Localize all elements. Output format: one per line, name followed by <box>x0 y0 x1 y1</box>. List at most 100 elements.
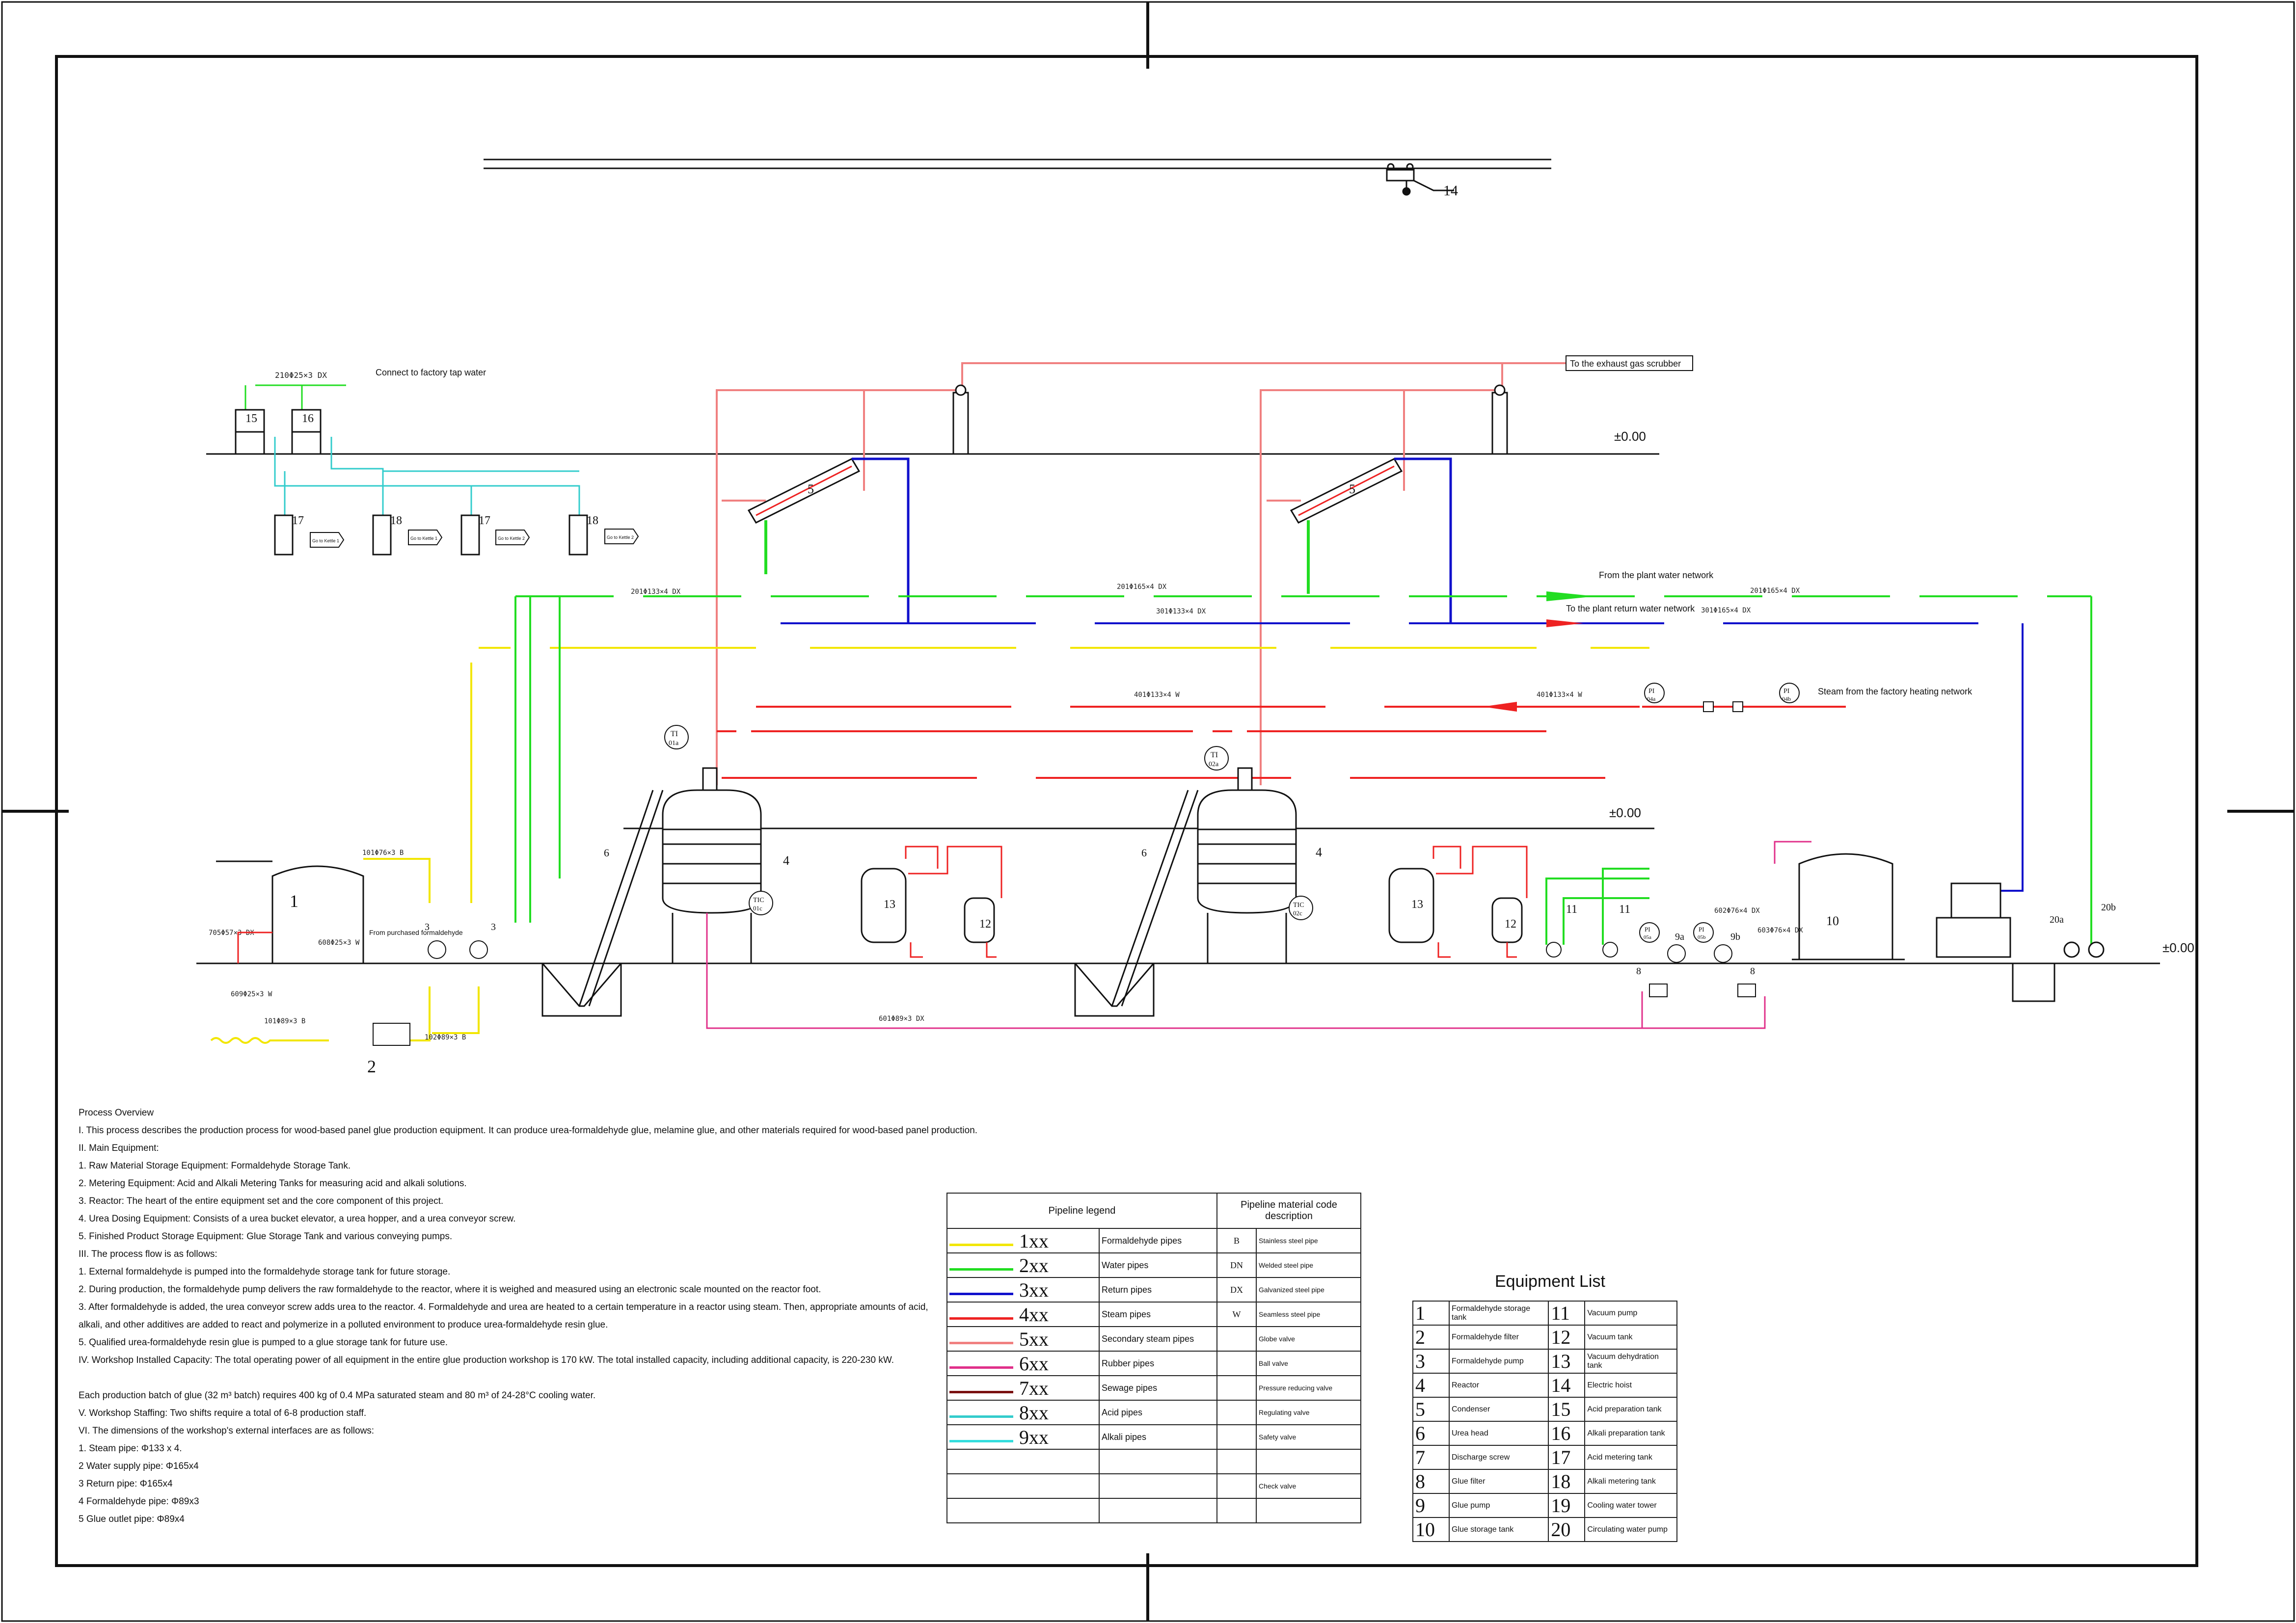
legend-name: Secondary steam pipes <box>1099 1326 1217 1352</box>
legend-name <box>1099 1473 1217 1499</box>
overview-line: 5. Finished Product Storage Equipment: G… <box>79 1231 453 1242</box>
legend-line-sample: 7xx <box>946 1375 1100 1401</box>
legend-row <box>946 1449 1361 1474</box>
equipment-tag: 11 <box>1566 903 1577 916</box>
vacuum-pumps <box>1546 942 1618 958</box>
equipment-name: Glue filter <box>1448 1469 1549 1494</box>
equipment-tag: 3 <box>425 922 430 932</box>
legend-line-sample: 2xx <box>946 1252 1100 1278</box>
material-code <box>1216 1449 1257 1474</box>
go-to-label: Go to Kettle 1 <box>410 536 437 541</box>
legend-code: 3xx <box>1019 1278 1049 1301</box>
equipment-name: Glue pump <box>1448 1493 1549 1518</box>
instrument-tag: PI <box>1648 688 1655 695</box>
equipment-number: 19 <box>1548 1493 1586 1518</box>
pipe-label: 705Φ57×3 DX <box>209 929 254 937</box>
instrument-tag: TIC <box>753 897 764 904</box>
overview-line: 2. Metering Equipment: Acid and Alkali M… <box>79 1178 467 1189</box>
legend-line-sample <box>946 1449 1100 1474</box>
equipment-number: 6 <box>1412 1421 1450 1446</box>
equipment-name: Vacuum dehydration tank <box>1584 1349 1677 1374</box>
material-code <box>1216 1473 1257 1499</box>
pipe-label: 601Φ89×3 DX <box>879 1015 924 1023</box>
pipe-label: 101Φ76×3 B <box>362 849 404 857</box>
material-description: Globe valve <box>1256 1326 1361 1352</box>
instrument-tag: 04a <box>1647 695 1656 702</box>
overview-title: Process Overview <box>79 1108 154 1118</box>
material-description: Galvanized steel pipe <box>1256 1277 1361 1303</box>
legend-name: Rubber pipes <box>1099 1351 1217 1376</box>
material-code: B <box>1216 1228 1257 1253</box>
pipe-label: 101Φ89×3 B <box>264 1017 305 1025</box>
equipment-name: Urea head <box>1448 1421 1549 1446</box>
floor-lines <box>196 453 2160 964</box>
instrument-tag: TIC <box>1293 902 1304 909</box>
equipment-name: Condenser <box>1448 1397 1549 1422</box>
pipe-label: 602Φ76×4 DX <box>1714 907 1760 915</box>
pipe-label: 401Φ133×4 W <box>1537 691 1582 699</box>
return-water-note: To the plant return water network <box>1566 604 1695 613</box>
pipe-label: 603Φ76×4 DX <box>1757 927 1803 934</box>
overview-line: 3. After formaldehyde is added, the urea… <box>79 1302 928 1330</box>
legend-line-sample <box>946 1473 1100 1499</box>
steam-inlet-valves <box>1642 683 1846 712</box>
condenser-right <box>1290 457 1452 623</box>
condenser-left <box>747 457 910 623</box>
reactor-left <box>662 767 762 963</box>
secondary-steam-lines <box>716 362 1566 785</box>
legend-name: Alkali pipes <box>1099 1424 1217 1450</box>
tap-water-note: Connect to factory tap water <box>376 368 486 377</box>
elevation-label: ±0.00 <box>1609 805 1641 820</box>
urea-feeding <box>541 790 1199 1017</box>
equipment-name: Discharge screw <box>1448 1445 1549 1470</box>
equipment-tag: 16 <box>302 412 314 425</box>
equipment-number: 13 <box>1548 1349 1586 1374</box>
pipe-label: 301Φ133×4 DX <box>1156 608 1206 615</box>
equipment-tag: 9a <box>1675 931 1684 942</box>
equipment-number: 4 <box>1412 1373 1450 1398</box>
overview-line: 4 Formaldehyde pipe: Φ89x3 <box>79 1496 199 1507</box>
instrument-tag: 01a <box>669 740 679 747</box>
pipe-label: 201Φ133×4 DX <box>631 588 681 596</box>
pipe-label: 609Φ25×3 W <box>231 990 272 998</box>
equipment-number: 3 <box>1412 1349 1450 1374</box>
equipment-tag: 9b <box>1730 931 1740 942</box>
equipment-name: Acid metering tank <box>1584 1445 1677 1470</box>
material-description <box>1256 1449 1361 1474</box>
equipment-number: 9 <box>1412 1493 1450 1518</box>
equipment-name: Formaldehyde pump <box>1448 1349 1549 1374</box>
equipment-name: Glue storage tank <box>1448 1517 1549 1542</box>
legend-name: Steam pipes <box>1099 1302 1217 1327</box>
equipment-number: 7 <box>1412 1445 1450 1470</box>
legend-color-swatch <box>949 1268 1013 1271</box>
legend-name: Acid pipes <box>1099 1400 1217 1425</box>
material-code <box>1216 1375 1257 1401</box>
equipment-tag: 1 <box>290 891 298 911</box>
legend-row <box>946 1498 1361 1523</box>
pipeline-legend-table: Pipeline legend Pipeline material code d… <box>946 1193 1361 1523</box>
formaldehyde-pumps <box>373 940 488 1046</box>
legend-color-swatch <box>949 1415 1013 1418</box>
overview-line: 1. External formaldehyde is pumped into … <box>79 1267 451 1277</box>
equipment-number: 1 <box>1412 1301 1450 1326</box>
go-to-label: Go to Kettle 2 <box>607 535 634 540</box>
instrument-tag: PI <box>1699 926 1704 933</box>
rubber-pipes <box>706 841 1811 1029</box>
equipment-tag: 20b <box>2101 902 2116 913</box>
formaldehyde-pipes <box>210 647 511 1044</box>
equipment-number: 15 <box>1548 1397 1586 1422</box>
equipment-number: 17 <box>1548 1445 1586 1470</box>
material-code <box>1216 1498 1257 1523</box>
instrument-tag: 05a <box>1644 934 1651 940</box>
equipment-tag: 6 <box>1141 847 1147 859</box>
